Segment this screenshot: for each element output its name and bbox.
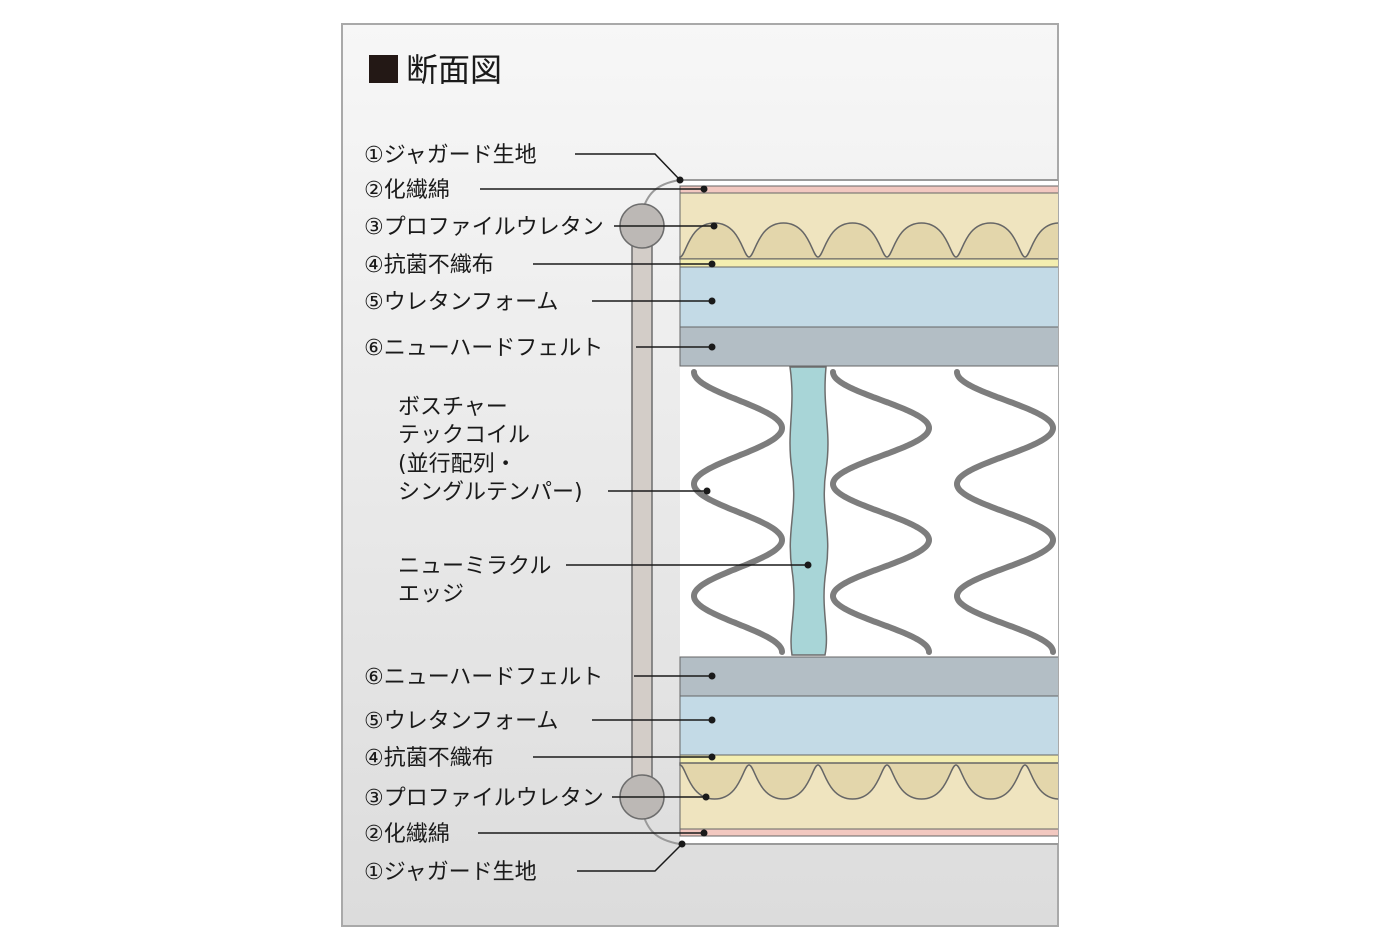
profile-urethane-bumps-bottom — [679, 762, 1058, 800]
label-bottom-urethane-foam: ⑤ウレタンフォーム — [364, 709, 558, 734]
pocket-coil-2 — [829, 369, 933, 655]
leader-lines — [478, 153, 808, 872]
layer-bottom-hard-felt — [679, 656, 1058, 697]
label-coil-line-4: シングルテンパー) — [398, 480, 583, 505]
page-title: 断面図 — [406, 51, 502, 89]
layer-bottom-urethane-foam — [679, 695, 1058, 756]
layer-top-urethane-foam — [679, 266, 1058, 328]
label-coil-line-1: ボスチャー — [398, 395, 508, 420]
label-bottom-profile-urethane: ③プロファイルウレタン — [364, 786, 604, 811]
miracle-edge — [789, 366, 829, 656]
label-coil-line-2: テックコイル — [398, 423, 530, 448]
layer-top-nonwoven — [679, 258, 1058, 268]
layer-top-hard-felt — [679, 326, 1058, 367]
label-top-jacquard-fabric: ①ジャガード生地 — [364, 143, 537, 168]
pocket-coil-3 — [953, 369, 1057, 655]
label-edge-line-1: ニューミラクル — [398, 554, 551, 579]
label-top-synthetic-wadding: ②化繊綿 — [364, 178, 450, 203]
label-bottom-antibacterial-nonwoven: ④抗菌不織布 — [364, 746, 494, 771]
label-top-hard-felt: ⑥ニューハードフェルト — [364, 336, 603, 361]
label-bottom-hard-felt: ⑥ニューハードフェルト — [364, 665, 603, 690]
pocket-coil-1 — [690, 369, 786, 655]
label-top-antibacterial-nonwoven: ④抗菌不織布 — [364, 253, 494, 278]
layer-top-fabric — [679, 185, 1058, 194]
frame-bar — [631, 229, 653, 798]
layer-bottom-fabric — [679, 828, 1058, 837]
label-coil-line-3: (並行配列・ — [398, 452, 517, 477]
title-square-icon — [369, 55, 398, 83]
layer-bottom-nonwoven — [679, 754, 1058, 764]
label-top-profile-urethane: ③プロファイルウレタン — [364, 215, 604, 240]
label-bottom-jacquard-fabric: ①ジャガード生地 — [364, 860, 537, 885]
label-edge-line-2: エッジ — [398, 582, 464, 607]
label-top-urethane-foam: ⑤ウレタンフォーム — [364, 290, 558, 315]
profile-urethane-bumps-top — [679, 222, 1058, 260]
label-bottom-synthetic-wadding: ②化繊綿 — [364, 822, 450, 847]
leader-dots — [676, 176, 812, 848]
